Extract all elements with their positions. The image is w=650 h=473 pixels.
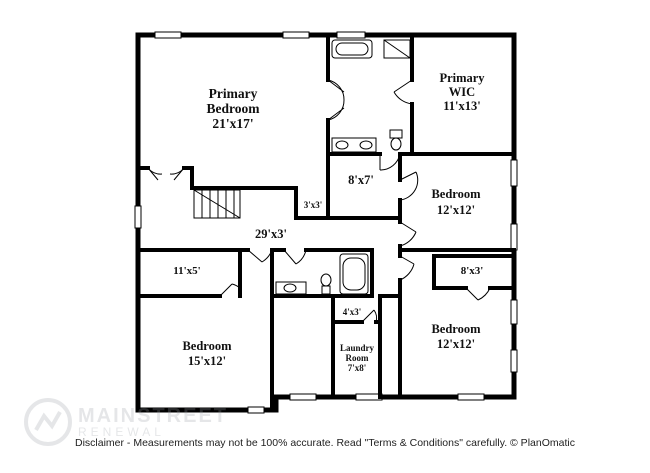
door-swings [147,79,491,323]
bedroom-ne-size: 12'x12' [437,203,475,217]
disclaimer-text: Disclaimer - Measurements may not be 100… [75,437,575,449]
primary-wic-size: 11'x13' [443,99,481,113]
vanity-primary [331,137,377,153]
primary-wic-label-1: Primary [439,71,485,85]
fixtures [193,39,411,295]
bedroom-se-label: Bedroom [431,322,481,336]
bedroom-ne-label: Bedroom [431,187,481,201]
bathtub-hall [339,253,369,295]
toilet-hall [321,285,331,295]
laundry-size: 7'x8' [348,363,367,373]
room-labels: Primary Bedroom 21'x17' Primary WIC 11'x… [173,71,485,373]
laundry-label-1: Laundry [340,343,375,353]
vanity-hall [275,281,307,295]
shower-primary [383,39,411,59]
watermark: MAINSTREET RENEWAL [22,396,228,448]
stairs [193,189,241,219]
bathtub-primary [331,39,373,59]
windows [134,31,518,414]
hallway-size: 29'x3' [255,227,287,241]
bedroom-se-size: 12'x12' [437,337,475,351]
closet-3x3-size: 3'x3' [304,200,323,210]
mainstreet-logo-icon [24,398,72,446]
closet-11x5-size: 11'x5' [173,265,201,277]
laundry-label-2: Room [346,353,369,363]
primary-bedroom-label-1: Primary [209,86,258,101]
watermark-line-1: MAINSTREET [78,405,228,427]
primary-bedroom-label-2: Bedroom [207,101,261,116]
primary-wic-label-2: WIC [449,85,475,99]
closet-8x3-size: 8'x3' [461,265,484,277]
bedroom-sw-size: 15'x12' [188,354,226,368]
linen-4x3-size: 4'x3' [343,307,362,317]
toilet-primary [389,129,403,139]
watermark-line-2: RENEWAL [78,425,165,439]
interior-walls [139,36,516,409]
bedroom-sw-label: Bedroom [182,339,232,353]
primary-bedroom-size: 21'x17' [212,116,253,131]
bath-8x7-size: 8'x7' [348,173,374,187]
